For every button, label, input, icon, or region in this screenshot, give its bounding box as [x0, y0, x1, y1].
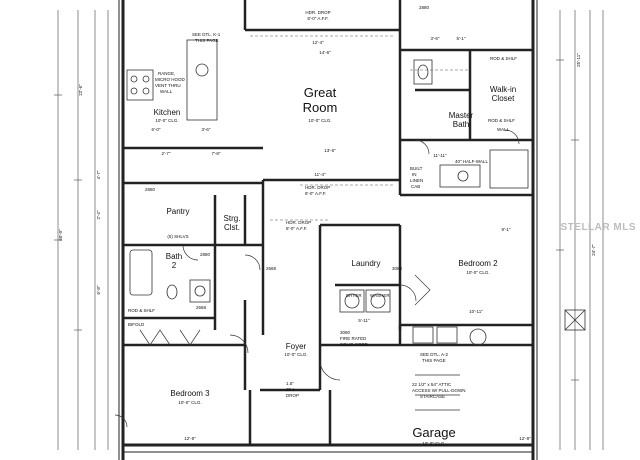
- dim-10-11: 10'-11": [469, 309, 483, 314]
- dim-3-6: 3'-6": [202, 127, 211, 132]
- note-door-2880c: 2880: [200, 252, 211, 257]
- note-attic: 22 1/2" x 54" ATTIC: [412, 382, 452, 387]
- walk-in-closet-label-1: Walk-in: [490, 85, 516, 94]
- note-dryer: DRYER: [346, 293, 362, 298]
- dim-6-0: 6'-0": [152, 127, 161, 132]
- note-built-in3: LINEN: [410, 178, 423, 183]
- note-hdr-drop-top2: 8'-0" A.F.F.: [307, 16, 328, 21]
- note-range: RANGE,: [158, 71, 175, 76]
- note-hdr-drop-mid2: 8'-0" A.F.F.: [305, 191, 326, 196]
- bedroom2-label: Bedroom 2: [458, 259, 498, 268]
- note-hdr-drop-foyer2: 8'-0" A.F.F.: [286, 226, 307, 231]
- dim-14-6: 14'-6": [319, 50, 331, 55]
- interior-walls: [123, 0, 533, 445]
- laundry-label: Laundry: [352, 259, 381, 268]
- header-drop-lines: [250, 35, 470, 221]
- storage-closet-label-1: Strg.: [224, 214, 241, 223]
- note-attic2: ACCESS W/ PULL-DOWN: [412, 388, 466, 393]
- great-room-ceiling: 10'-0" CLG.: [308, 118, 331, 123]
- master-bath-label-2: Bath: [453, 120, 469, 129]
- annotations: HDR. DROP 8'-0" A.F.F. HDR. DROP 8'-0" A…: [128, 5, 517, 399]
- note-range2: MICRO HOOD: [155, 77, 185, 82]
- great-room-label-2: Room: [303, 100, 338, 115]
- dim-3-6b: 3'-6": [431, 36, 440, 41]
- dim-2-7: 2'-7": [162, 151, 171, 156]
- kitchen-ceiling: 10'-0" CLG.: [155, 118, 178, 123]
- note-door-3080-label: 3080: [392, 266, 403, 271]
- storage-closet-label-2: Clst.: [224, 223, 240, 232]
- dim-60-0: 60'-0": [58, 229, 63, 241]
- exterior-walls: [118, 0, 538, 460]
- note-door-3080: 3080: [340, 330, 351, 335]
- dim-11-4: 11'-4": [314, 172, 326, 177]
- dim-13-6: 13'-6": [324, 148, 336, 153]
- bedroom2-ceiling: 10'-0" CLG.: [466, 270, 489, 275]
- master-bath-label-1: Master: [449, 111, 474, 120]
- dimension-lines: [54, 10, 604, 450]
- dim-11-11: 11'-11": [433, 153, 447, 158]
- garage-label: Garage: [412, 425, 455, 440]
- kitchen-label: Kitchen: [154, 108, 181, 117]
- note-see-dtl: SEE DTL. K-1: [192, 32, 221, 37]
- note-half-wall: 40" HALF-WALL: [455, 159, 488, 164]
- dim-22-6: 22'-6": [78, 84, 83, 96]
- note-door-2668b: 2668: [266, 266, 277, 271]
- note-step2: SILL: [286, 387, 296, 392]
- note-rod-shlf2: ROD & SHLF: [488, 118, 515, 123]
- note-bifold: BIFOLD: [128, 322, 145, 327]
- dim-7-8: 7'-8": [212, 151, 221, 156]
- note-range4: WALL: [160, 89, 173, 94]
- dim-6-8: 6'-8": [96, 285, 101, 294]
- note-step3: DROP: [286, 393, 299, 398]
- fixture-outlines: [126, 39, 586, 411]
- dim-4-7: 4'-7": [96, 170, 101, 179]
- dimension-labels: 12'-4" 14'-6" 13'-6" 11'-4" 6'-0" 3'-6" …: [58, 36, 596, 441]
- note-attic3: STAIRCASE: [420, 394, 445, 399]
- dim-24-7: 24'-7": [591, 244, 596, 256]
- note-range3: VENT THRU: [155, 83, 181, 88]
- note-door-3080-3: SOLID CORE: [340, 342, 368, 347]
- note-door-2880b: 2880: [145, 187, 156, 192]
- note-built-in2: IN: [412, 172, 417, 177]
- dim-9-1: 9'-1": [502, 227, 511, 232]
- pantry-label: Pantry: [166, 207, 189, 216]
- note-rod-shlf: ROD & SHLF: [490, 56, 517, 61]
- foyer-ceiling: 10'-0" CLG.: [284, 352, 307, 357]
- note-built-in: BUILT: [410, 166, 423, 171]
- watermark: STELLAR MLS: [560, 222, 636, 233]
- dim-5-11: 5'-11": [358, 318, 370, 323]
- dim-2-4: 2'-4": [96, 210, 101, 219]
- bedroom3-ceiling: 10'-0" CLG.: [178, 400, 201, 405]
- dim-5-1: 5'-1": [457, 36, 466, 41]
- note-wall: WALL: [497, 127, 510, 132]
- dim-25-11: 25'-11": [576, 53, 581, 67]
- note-hdr-drop-mid: HDR. DROP: [305, 185, 330, 190]
- note-see-dtl2: THIS PAGE: [195, 38, 219, 43]
- note-hdr-drop-foyer: HDR. DROP: [286, 220, 311, 225]
- note-step: 1.5": [286, 381, 294, 386]
- walk-in-closet-label-2: Closet: [492, 94, 515, 103]
- foyer-label: Foyer: [286, 342, 307, 351]
- dim-12-4: 12'-4": [312, 40, 324, 45]
- note-door-2880: 2880: [419, 5, 430, 10]
- garage-ceiling: 10'-0" CLG.: [422, 441, 445, 446]
- great-room-label-1: Great: [304, 85, 337, 100]
- note-see-dtl-a2b: THIS PAGE: [422, 358, 446, 363]
- bath2-label-1: Bath: [166, 252, 182, 261]
- note-see-dtl-a2: SEE DTL. A-2: [420, 352, 449, 357]
- note-door-2668: 2668: [196, 305, 207, 310]
- door-swings: [114, 129, 520, 428]
- dim-12-8: 12'-8": [184, 436, 196, 441]
- note-door-3080-2: FIRE RATED: [340, 336, 367, 341]
- note-hdr-drop-top: HDR. DROP: [305, 10, 330, 15]
- dim-12-9: 12'-9": [519, 436, 531, 441]
- note-washer: WASHER: [370, 293, 390, 298]
- bedroom3-label: Bedroom 3: [170, 389, 210, 398]
- bath2-label-2: 2: [172, 261, 177, 270]
- note-built-in4: CAB: [411, 184, 420, 189]
- pantry-shelves: (5) SHLVS: [167, 234, 188, 239]
- note-rod-shlf3: ROD & SHLF: [128, 308, 155, 313]
